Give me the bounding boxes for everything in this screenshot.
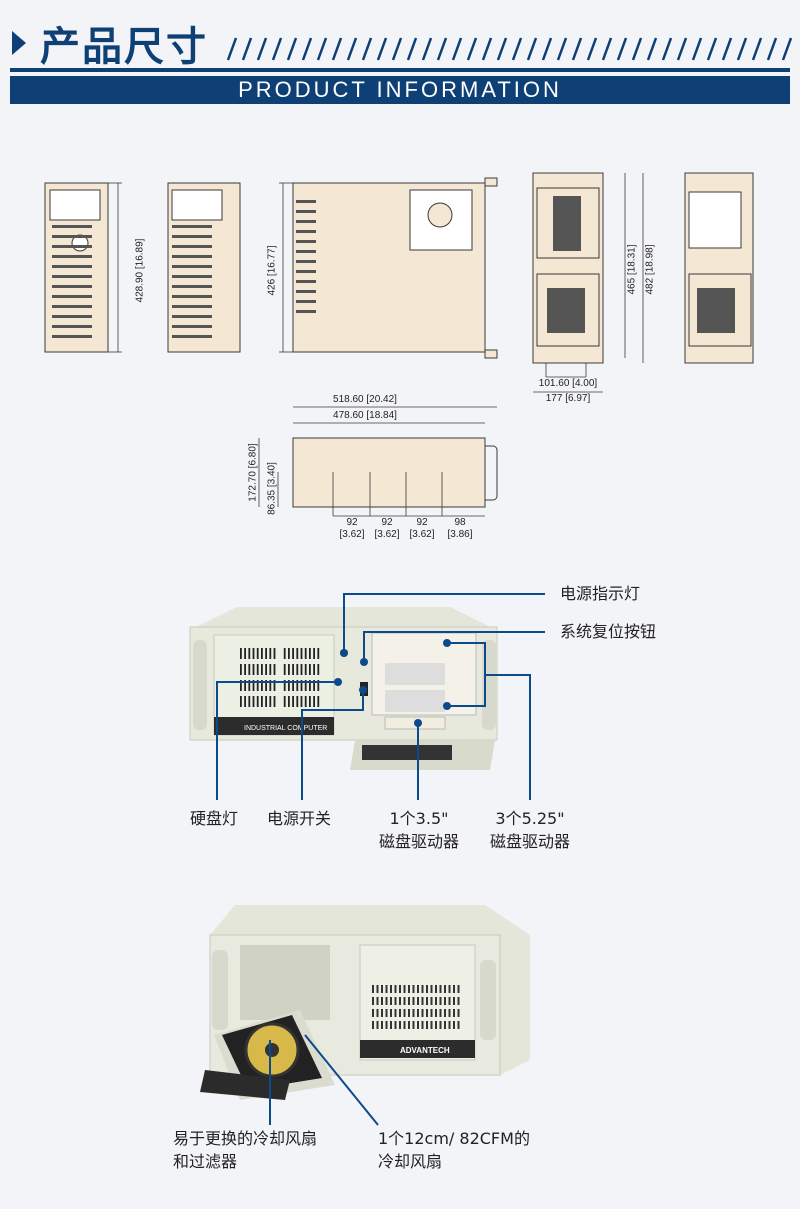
label-bays-line1: 3个5.25" xyxy=(495,809,565,828)
label-fan-filter-line1: 易于更换的冷却风扇 xyxy=(173,1129,318,1148)
section-subtitle: PRODUCT INFORMATION xyxy=(10,76,790,104)
dim-spacing: 92[3.62] xyxy=(402,517,442,541)
dim-spacing-mm: 92 xyxy=(381,517,393,528)
label-bays: 3个5.25" 磁盘驱动器 xyxy=(480,807,580,853)
dimension-drawings xyxy=(44,172,754,517)
label-fan-line1: 1个12cm/ 82CFM的 xyxy=(378,1129,530,1148)
dim-spacing-in: [3.62] xyxy=(339,529,365,540)
label-fan-filter: 易于更换的冷却风扇 和过滤器 xyxy=(173,1127,317,1173)
section-title: 产品尺寸 xyxy=(40,24,208,70)
label-floppy-line1: 1个3.5" xyxy=(389,809,449,828)
dim-side-body-length: 478.60 [18.84] xyxy=(333,410,397,421)
dim-side-total-length: 518.60 [20.42] xyxy=(333,394,397,405)
dim-spacing-in: [3.86] xyxy=(447,529,473,540)
label-hdd-led: 硬盘灯 xyxy=(190,809,239,828)
brand-logo: ADVANTECH xyxy=(400,1046,450,1055)
chassis-label: INDUSTRIAL COMPUTER xyxy=(244,725,327,732)
label-reset-button: 系统复位按钮 xyxy=(560,622,657,641)
decorative-slashes xyxy=(222,36,792,62)
label-fan-filter-line2: 和过滤器 xyxy=(173,1152,238,1171)
label-floppy: 1个3.5" 磁盘驱动器 xyxy=(369,807,469,853)
dim-spacing-mm: 92 xyxy=(346,517,358,528)
section-marker-icon xyxy=(12,31,26,55)
dim-spacing: 92[3.62] xyxy=(332,517,372,541)
dim-spacing: 98[3.86] xyxy=(440,517,480,541)
divider xyxy=(10,68,790,72)
dim-spacing-mm: 92 xyxy=(416,517,428,528)
label-fan: 1个12cm/ 82CFM的 冷却风扇 xyxy=(378,1127,530,1173)
side-view-drawing xyxy=(292,437,486,508)
dim-front-inner-width: 101.60 [4.00] xyxy=(538,378,598,389)
label-floppy-line2: 磁盘驱动器 xyxy=(378,832,459,851)
label-bays-line2: 磁盘驱动器 xyxy=(489,832,570,851)
label-power-switch: 电源开关 xyxy=(267,809,332,828)
dim-spacing-in: [3.62] xyxy=(409,529,435,540)
dim-spacing: 92[3.62] xyxy=(367,517,407,541)
label-power-indicator: 电源指示灯 xyxy=(560,584,641,603)
label-fan-line2: 冷却风扇 xyxy=(378,1152,443,1171)
dim-spacing-in: [3.62] xyxy=(374,529,400,540)
dim-spacing-mm: 98 xyxy=(454,517,466,528)
dim-front-outer-width: 177 [6.97] xyxy=(545,393,591,404)
